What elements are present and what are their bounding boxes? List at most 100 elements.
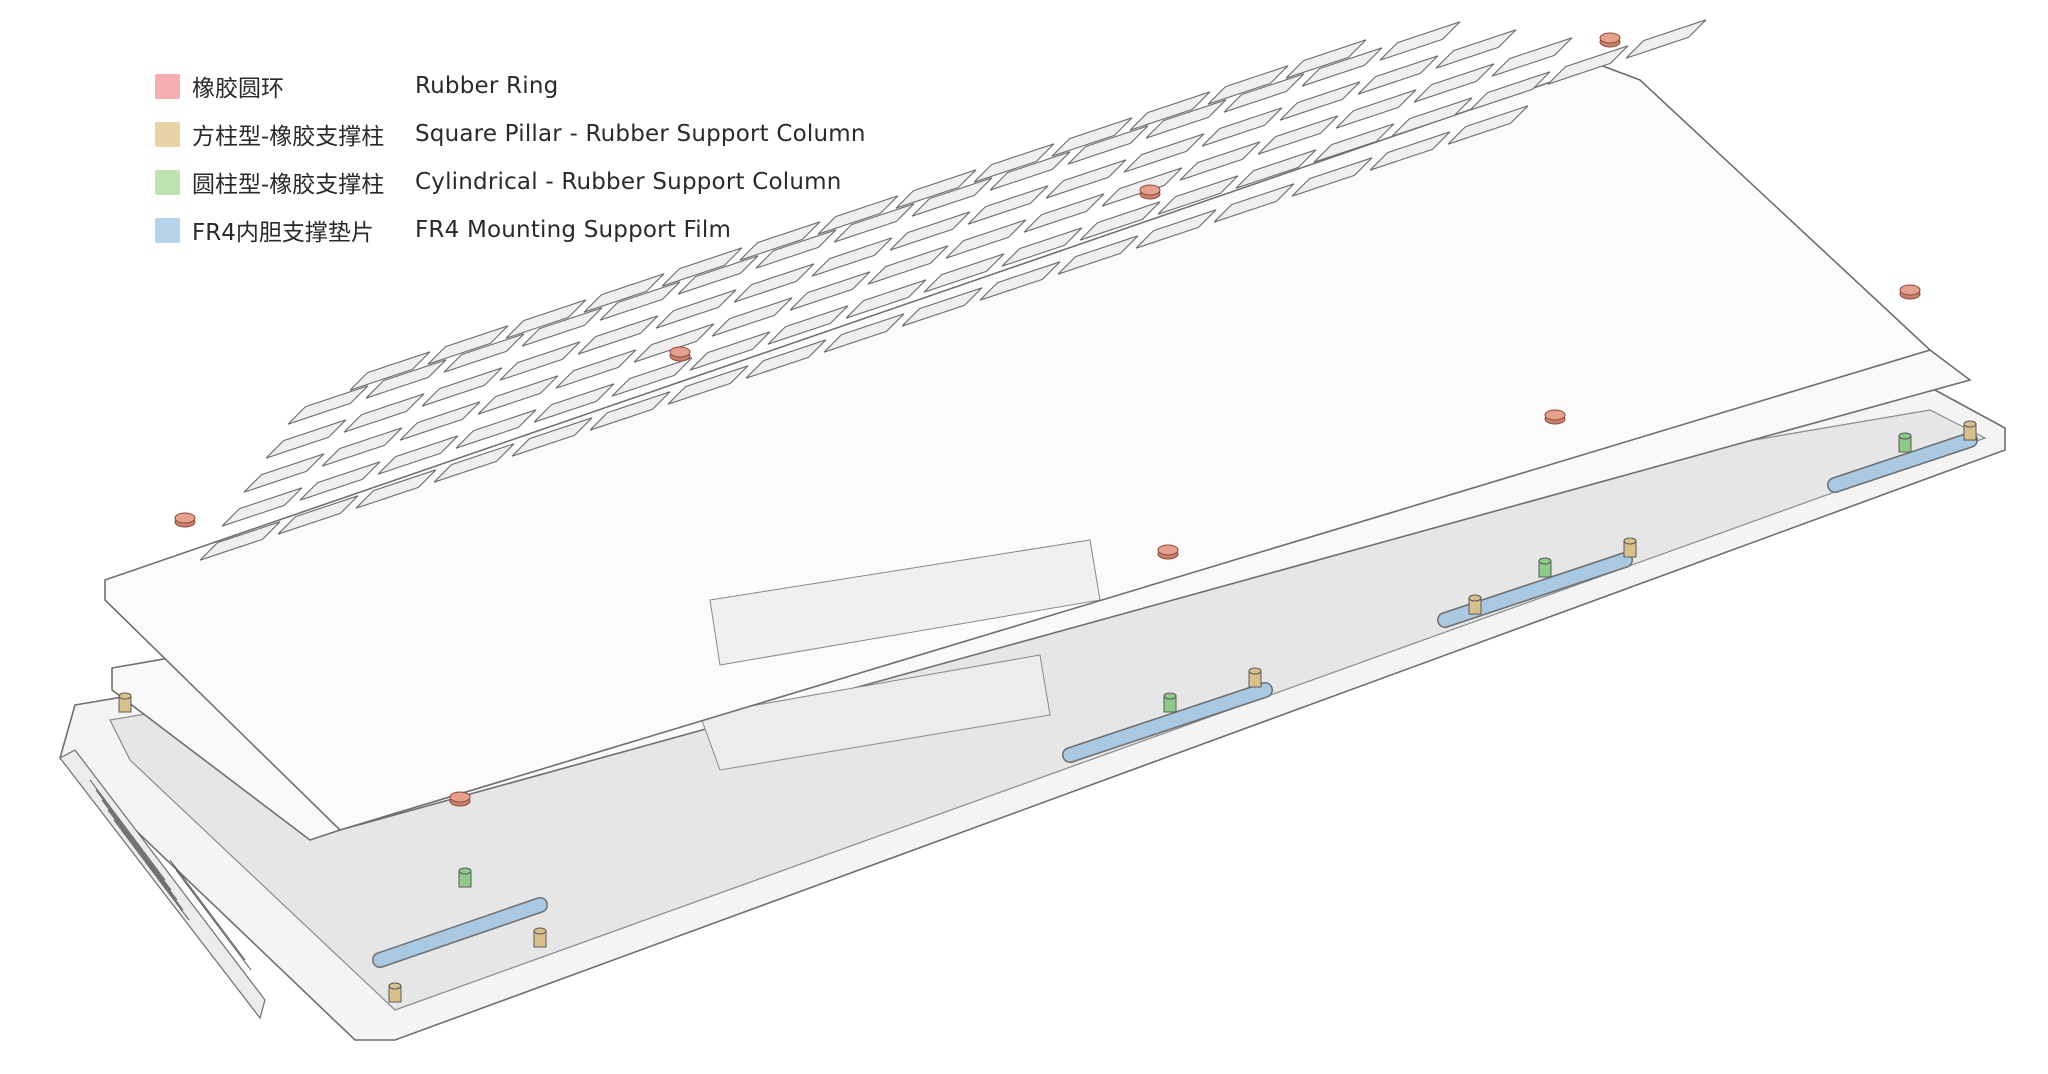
key-cutout: [711, 297, 793, 337]
fr4-support-films: [372, 432, 1978, 968]
key-cutout: [979, 261, 1061, 301]
rubber-ring-swatch: [155, 73, 180, 99]
key-cutout: [1491, 37, 1573, 77]
square-pillar-icon: [1248, 667, 1262, 675]
key-cutout: [505, 299, 587, 339]
key-cutout: [655, 289, 737, 329]
cylindrical-pillar-swatch: [155, 169, 180, 195]
support-pillars: [118, 420, 1977, 1003]
key-cutout: [1213, 183, 1295, 223]
key-cutout: [973, 143, 1055, 183]
key-cutout: [1279, 81, 1361, 121]
square-pillar-icon: [533, 927, 547, 935]
key-cutout: [577, 315, 659, 355]
key-cutout: [1235, 149, 1317, 189]
cylindrical-pillar-icon: [1538, 557, 1552, 565]
key-cutout: [1179, 141, 1261, 181]
key-cutout: [1357, 55, 1439, 95]
key-cutout: [1079, 201, 1161, 241]
key-cutout: [1045, 159, 1127, 199]
legend: 橡胶圆环 Rubber Ring 方柱型-橡胶支撑柱 Square Pillar…: [155, 62, 866, 254]
key-cutout: [499, 341, 581, 381]
key-cutout: [745, 339, 827, 379]
key-cutout: [349, 351, 431, 391]
key-cutout: [945, 219, 1027, 259]
key-cutout: [967, 185, 1049, 225]
fr4-film: [1828, 433, 1977, 492]
square-pillar-icon: [118, 692, 132, 700]
key-cutout: [1201, 107, 1283, 147]
key-cutouts: [199, 19, 1707, 561]
switch-plate: [104, 64, 1932, 831]
key-cutout: [661, 247, 743, 287]
key-cutout: [739, 221, 821, 261]
legend-item-fr4-film: FR4内胆支撑垫片 FR4 Mounting Support Film: [155, 206, 866, 254]
key-cutout: [789, 271, 871, 311]
key-cutout: [689, 331, 771, 371]
rubber-ring-icon: [1599, 32, 1621, 44]
key-cutout: [443, 333, 525, 373]
key-cutout: [1413, 63, 1495, 103]
legend-label-en: Square Pillar - Rubber Support Column: [415, 121, 866, 147]
key-cutout: [377, 435, 459, 475]
cylindrical-pillar-icon: [458, 867, 472, 875]
square-pillar-icon: [1963, 420, 1977, 428]
legend-label-cn: 圆柱型-橡胶支撑柱: [192, 172, 385, 198]
key-cutout: [343, 393, 425, 433]
cylindrical-pillar-icon: [1163, 692, 1177, 700]
key-cutout: [287, 385, 369, 425]
key-cutout: [1285, 39, 1367, 79]
key-cutout: [1335, 89, 1417, 129]
key-cutout: [1129, 91, 1211, 131]
key-cutout: [355, 469, 437, 509]
key-cutout: [599, 281, 681, 321]
rubber-ring-icon: [449, 791, 471, 803]
rubber-ring-icon: [1544, 409, 1566, 421]
key-cutout: [199, 521, 281, 561]
fr4-film: [1063, 683, 1272, 762]
key-cutout: [1447, 105, 1529, 145]
key-cutout: [989, 151, 1071, 191]
square-pillar-icon: [1468, 594, 1482, 602]
fr4-film-swatch: [155, 217, 180, 243]
key-cutout: [1435, 29, 1517, 69]
key-cutout: [1135, 209, 1217, 249]
key-cutout: [1157, 175, 1239, 215]
square-pillar-icon: [388, 982, 402, 990]
key-cutout: [1051, 117, 1133, 157]
key-cutout: [277, 495, 359, 535]
key-cutout: [1547, 45, 1629, 85]
key-cutout: [1223, 73, 1305, 113]
key-cutout: [1067, 125, 1149, 165]
key-cutout: [895, 169, 977, 209]
key-cutout: [427, 325, 509, 365]
key-cutout: [421, 367, 503, 407]
key-cutout: [1391, 97, 1473, 137]
key-cutout: [583, 273, 665, 313]
key-cutout: [365, 359, 447, 399]
rubber-rings: [174, 32, 1921, 807]
key-cutout: [1301, 47, 1383, 87]
key-cutout: [299, 461, 381, 501]
key-cutout: [1257, 115, 1339, 155]
key-cutout: [833, 203, 915, 243]
key-cutout: [221, 487, 303, 527]
key-cutout: [1313, 123, 1395, 163]
key-cutout: [1369, 131, 1451, 171]
key-cutout: [923, 253, 1005, 293]
legend-item-rubber-ring: 橡胶圆环 Rubber Ring: [155, 62, 866, 110]
side-grille: [89, 779, 252, 971]
key-cutout: [533, 383, 615, 423]
key-cutout: [511, 417, 593, 457]
key-cutout: [555, 349, 637, 389]
rubber-ring-icon: [1139, 184, 1161, 196]
key-cutout: [1379, 21, 1461, 61]
rubber-ring-icon: [669, 346, 691, 358]
key-cutout: [611, 357, 693, 397]
key-cutout: [399, 401, 481, 441]
key-cutout: [521, 307, 603, 347]
square-pillar-icon: [1623, 537, 1637, 545]
key-cutout: [265, 419, 347, 459]
key-cutout: [589, 391, 671, 431]
key-cutout: [667, 365, 749, 405]
